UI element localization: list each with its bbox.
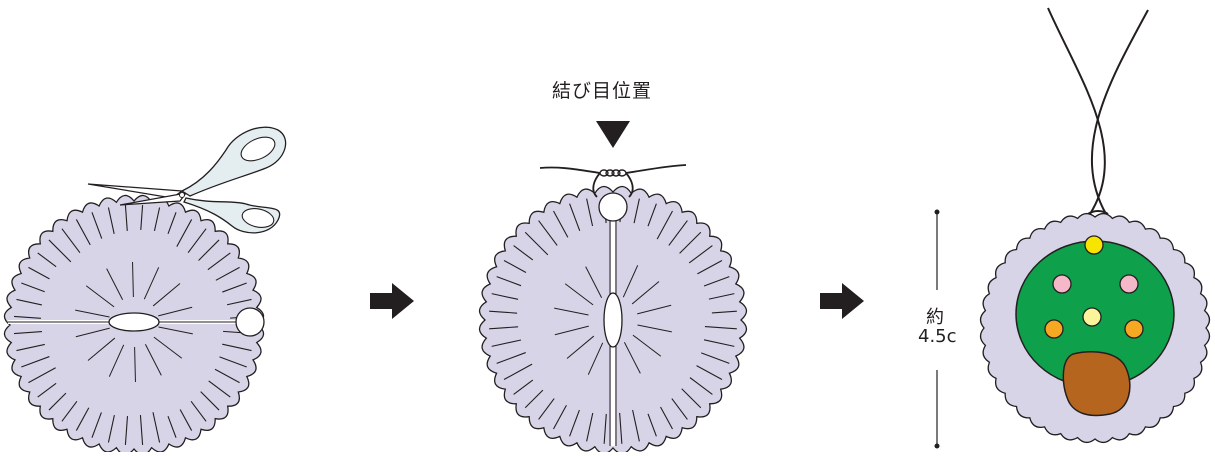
size-value-label: 4.5c [918, 326, 957, 347]
ornament-dot [1045, 320, 1063, 338]
ornament-dot [1083, 308, 1101, 326]
pompom-step1 [4, 195, 264, 452]
ornament-dot [1125, 320, 1143, 338]
arrow-right-icon [820, 283, 864, 319]
center-hole [109, 313, 159, 331]
tree-trunk [1063, 352, 1130, 416]
ring-circle [236, 308, 264, 336]
string-loop-icon [1048, 8, 1148, 214]
arrow-right-icon [370, 283, 414, 319]
down-triangle-icon [596, 121, 630, 148]
ornament-dot [1053, 275, 1071, 293]
ornament-dot [1085, 236, 1103, 254]
pompom-step2 [480, 187, 747, 452]
center-hole [604, 293, 622, 347]
ring-circle [599, 193, 627, 221]
knot-position-label: 結び目位置 [552, 76, 652, 103]
ornament-dot [1120, 275, 1138, 293]
